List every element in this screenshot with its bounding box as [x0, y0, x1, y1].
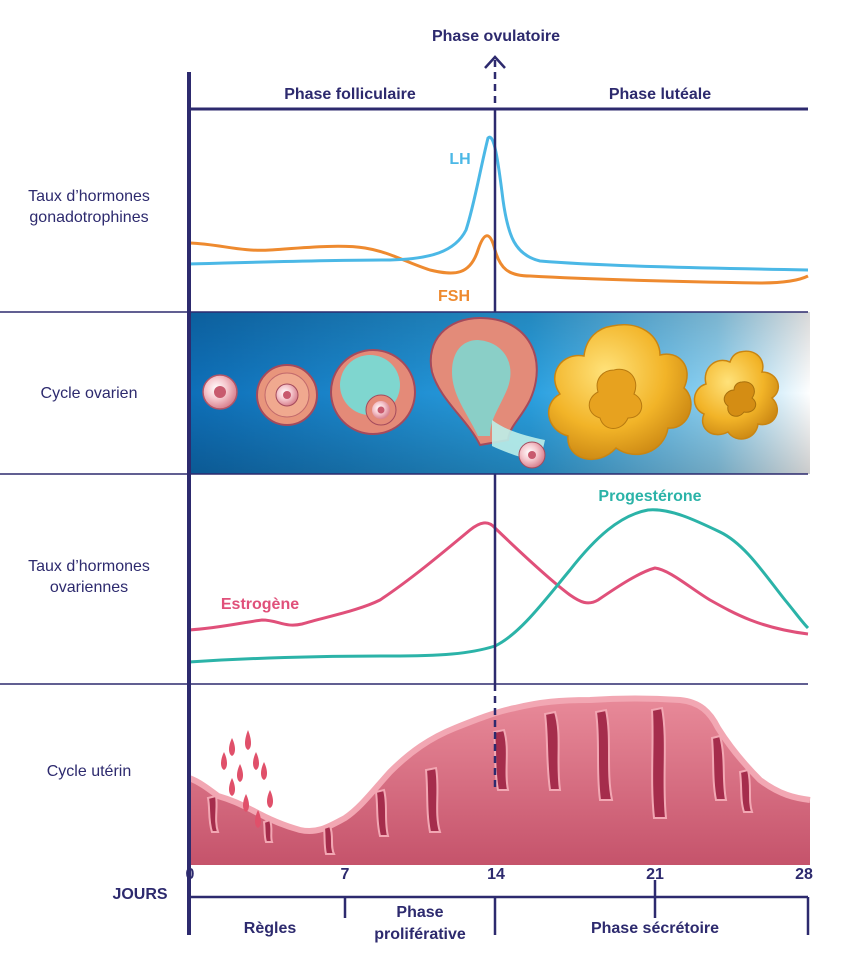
ovulation-arrowhead [484, 55, 506, 69]
estrogen-curve [188, 521, 809, 636]
follicle-ovulating [429, 316, 546, 469]
gonadotropin-curves [188, 135, 809, 285]
row-label-ovarian-cycle: Cycle ovarien [40, 385, 138, 402]
follicle-primordial [202, 374, 238, 410]
follicular-phase-label: Phase folliculaire [284, 86, 416, 103]
axis-label-days: JOURS [112, 886, 168, 903]
menses-label: Règles [243, 920, 297, 937]
follicle-antral [330, 349, 416, 435]
tick-0: 0 [185, 866, 195, 883]
proliferative-label-line1: Phase [396, 904, 444, 921]
lh-label: LH [449, 151, 471, 168]
fsh-label: FSH [438, 288, 470, 305]
fsh-curve [188, 234, 809, 285]
estrogen-label: Estrogène [220, 596, 300, 613]
uterine-tissue [187, 695, 811, 865]
ovarian-hormone-curves [188, 508, 810, 664]
tick-14: 14 [487, 866, 505, 883]
tick-28: 28 [795, 866, 813, 883]
progesterone-curve [188, 508, 810, 664]
row-label-gonadotropins: Taux d’hormones gonadotrophines [28, 188, 150, 226]
row-label-uterine-cycle: Cycle utérin [46, 763, 132, 780]
row-label-ovarian-hormones: Taux d’hormones ovariennes [28, 558, 150, 596]
corpus-albicans [693, 350, 780, 440]
tick-7: 7 [340, 866, 350, 883]
frame-lines [0, 55, 810, 935]
secretory-label: Phase sécrétoire [590, 920, 720, 937]
lh-curve [188, 135, 809, 272]
menstrual-droplets [221, 730, 273, 828]
corpus-luteum [547, 324, 692, 461]
luteal-phase-label: Phase lutéale [608, 86, 712, 103]
proliferative-label-line2: proliférative [374, 926, 466, 943]
follicle-primary [256, 364, 318, 426]
tick-21: 21 [646, 866, 664, 883]
ovulatory-phase-label: Phase ovulatoire [431, 28, 561, 45]
progesterone-label: Progestérone [598, 488, 702, 505]
